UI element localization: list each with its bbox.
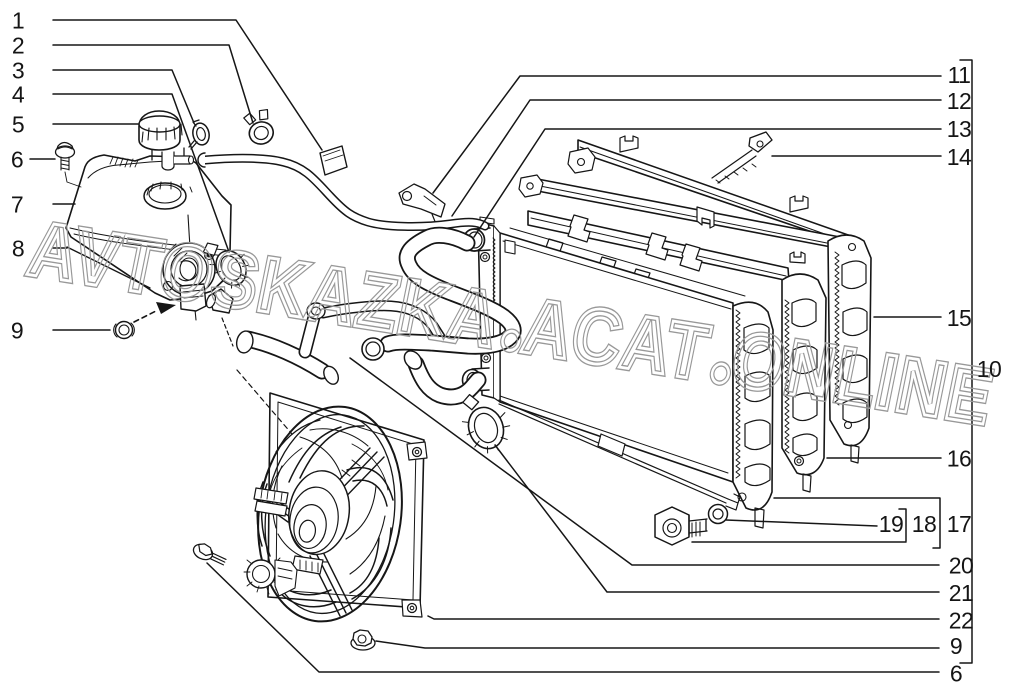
svg-text:19: 19 bbox=[879, 511, 903, 537]
svg-text:17: 17 bbox=[947, 511, 971, 537]
svg-text:2: 2 bbox=[12, 32, 24, 58]
svg-text:21: 21 bbox=[949, 580, 973, 606]
svg-text:11: 11 bbox=[948, 62, 971, 88]
svg-text:15: 15 bbox=[947, 305, 971, 331]
svg-text:10: 10 bbox=[977, 356, 1001, 382]
svg-text:12: 12 bbox=[947, 88, 971, 114]
svg-text:3: 3 bbox=[12, 57, 24, 83]
svg-text:7: 7 bbox=[11, 191, 23, 217]
svg-text:14: 14 bbox=[947, 144, 972, 170]
svg-text:22: 22 bbox=[949, 607, 973, 633]
svg-text:5: 5 bbox=[12, 111, 24, 137]
svg-text:16: 16 bbox=[947, 445, 971, 471]
svg-text:8: 8 bbox=[12, 235, 24, 261]
svg-text:13: 13 bbox=[947, 116, 971, 142]
svg-text:4: 4 bbox=[12, 81, 25, 107]
svg-text:6: 6 bbox=[11, 146, 23, 172]
svg-text:9: 9 bbox=[11, 317, 23, 343]
svg-text:18: 18 bbox=[912, 511, 936, 537]
svg-text:6: 6 bbox=[950, 660, 962, 686]
svg-text:1: 1 bbox=[12, 7, 24, 33]
svg-text:20: 20 bbox=[949, 552, 973, 578]
svg-text:9: 9 bbox=[950, 633, 962, 659]
